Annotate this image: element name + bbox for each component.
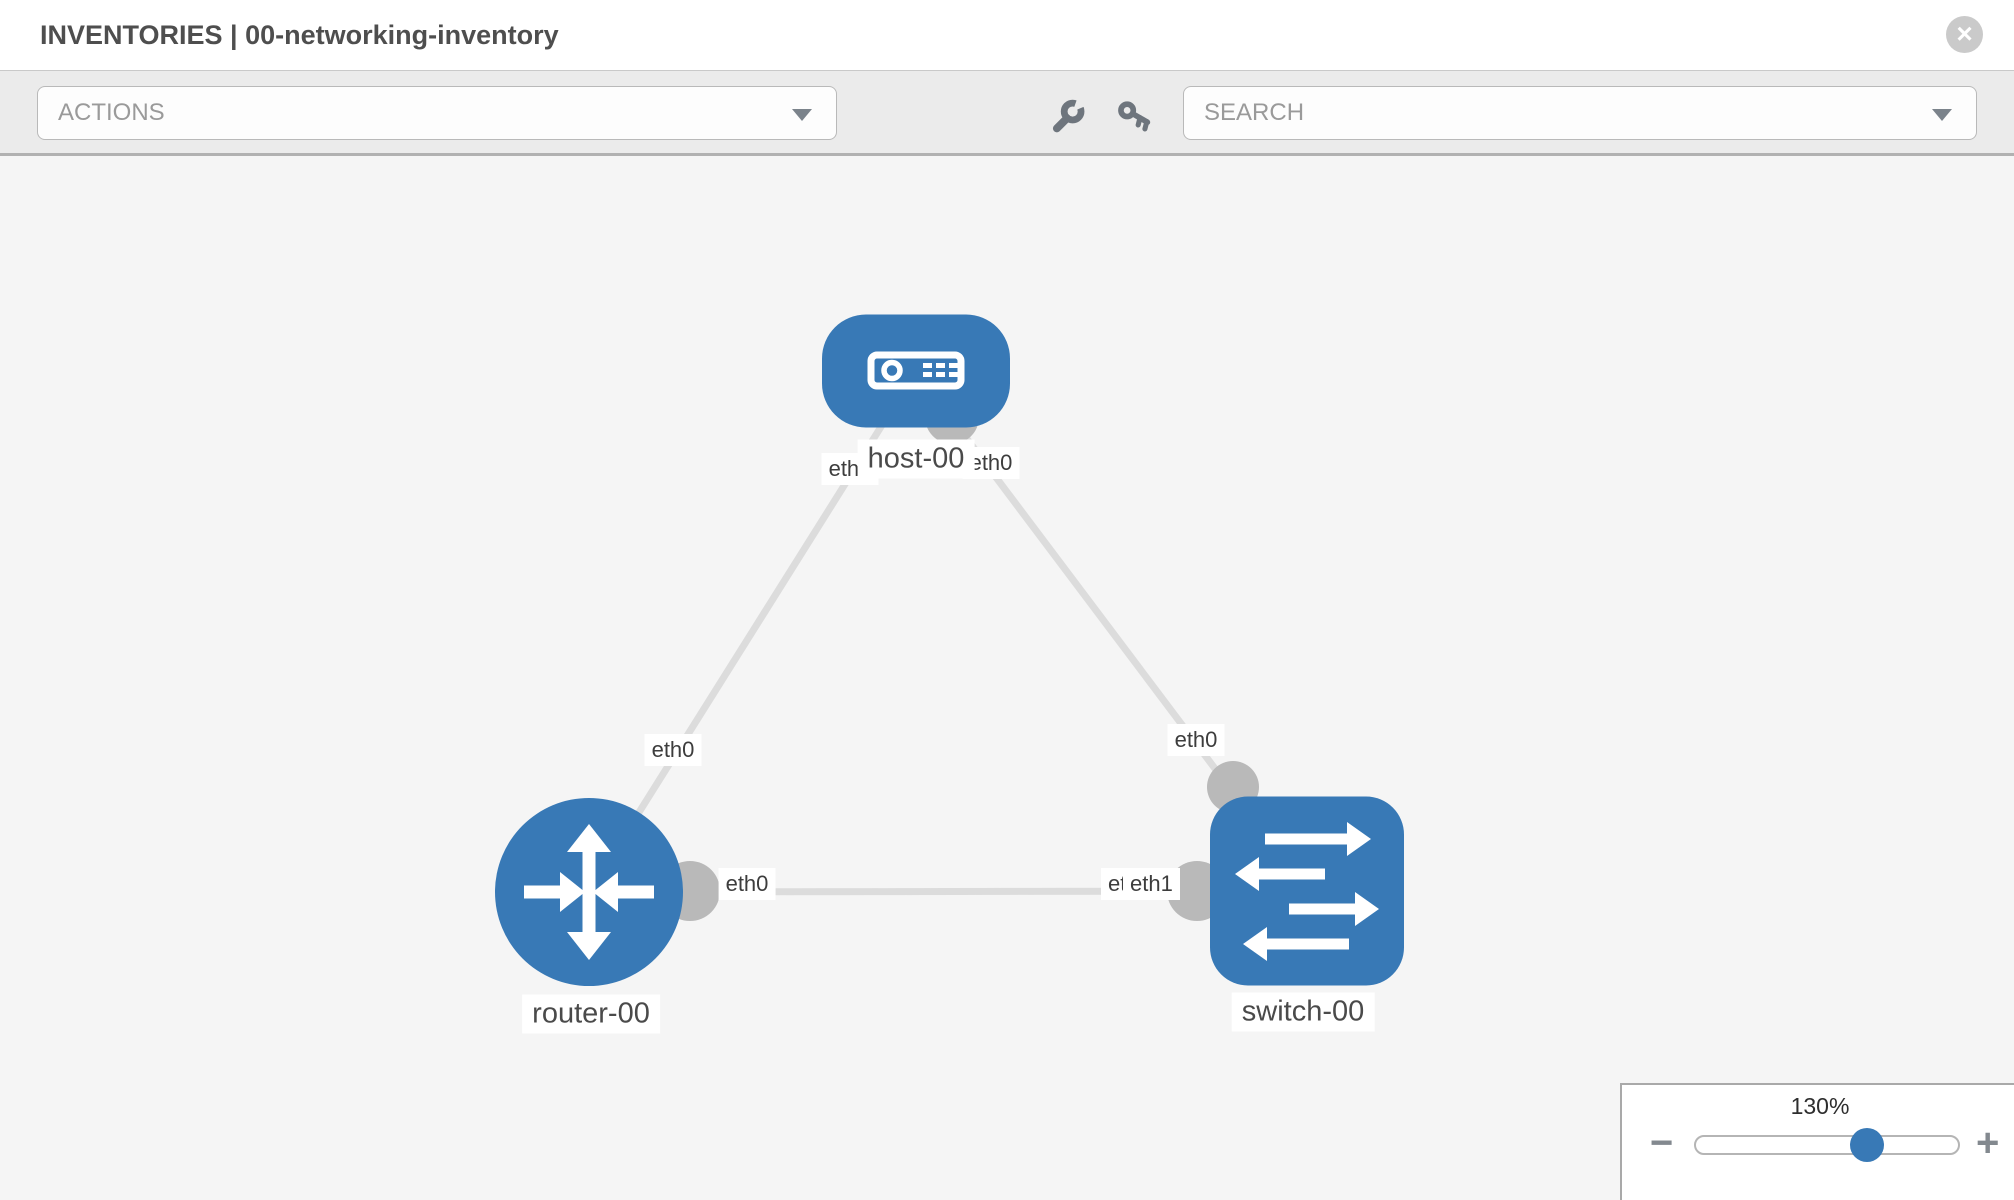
zoom-panel: 130% − + bbox=[1620, 1083, 2014, 1200]
interface-label: eth0 bbox=[718, 868, 776, 900]
chevron-down-icon bbox=[1932, 109, 1952, 121]
zoom-in-button[interactable]: + bbox=[1976, 1121, 2000, 1165]
actions-dropdown-label: ACTIONS bbox=[58, 99, 165, 126]
header-bar: INVENTORIES | 00-networking-inventory × bbox=[0, 0, 2014, 71]
node-router-00[interactable] bbox=[495, 798, 683, 986]
page-title: INVENTORIES | 00-networking-inventory bbox=[40, 20, 559, 50]
interface-label: eth0 bbox=[1167, 724, 1225, 756]
wrench-icon bbox=[1052, 95, 1089, 133]
credentials-key-button[interactable] bbox=[1117, 98, 1153, 134]
node-label-router-00: router-00 bbox=[522, 994, 660, 1034]
zoom-out-button[interactable]: − bbox=[1650, 1121, 1674, 1165]
interface-label: eth0 bbox=[644, 734, 702, 766]
zoom-slider-knob[interactable] bbox=[1849, 1128, 1884, 1162]
zoom-slider-track[interactable] bbox=[1694, 1135, 1960, 1155]
node-host-00[interactable] bbox=[822, 314, 1010, 428]
key-icon bbox=[1118, 101, 1151, 132]
interface-label: eth1 bbox=[1123, 868, 1180, 900]
search-dropdown[interactable]: SEARCH bbox=[1183, 86, 1977, 140]
node-label-host-00: host-00 bbox=[857, 439, 975, 479]
close-button[interactable]: × bbox=[1946, 16, 1983, 53]
toolbar: ACTIONS SEARCH bbox=[0, 71, 2014, 156]
actions-dropdown[interactable]: ACTIONS bbox=[37, 86, 837, 140]
node-switch-00[interactable] bbox=[1210, 796, 1404, 986]
node-label-switch-00: switch-00 bbox=[1231, 992, 1375, 1032]
configure-tools-button[interactable] bbox=[1049, 95, 1089, 134]
chevron-down-icon bbox=[792, 109, 812, 121]
search-input-placeholder: SEARCH bbox=[1204, 99, 1305, 126]
zoom-level-value: 130% bbox=[1790, 1093, 1850, 1119]
